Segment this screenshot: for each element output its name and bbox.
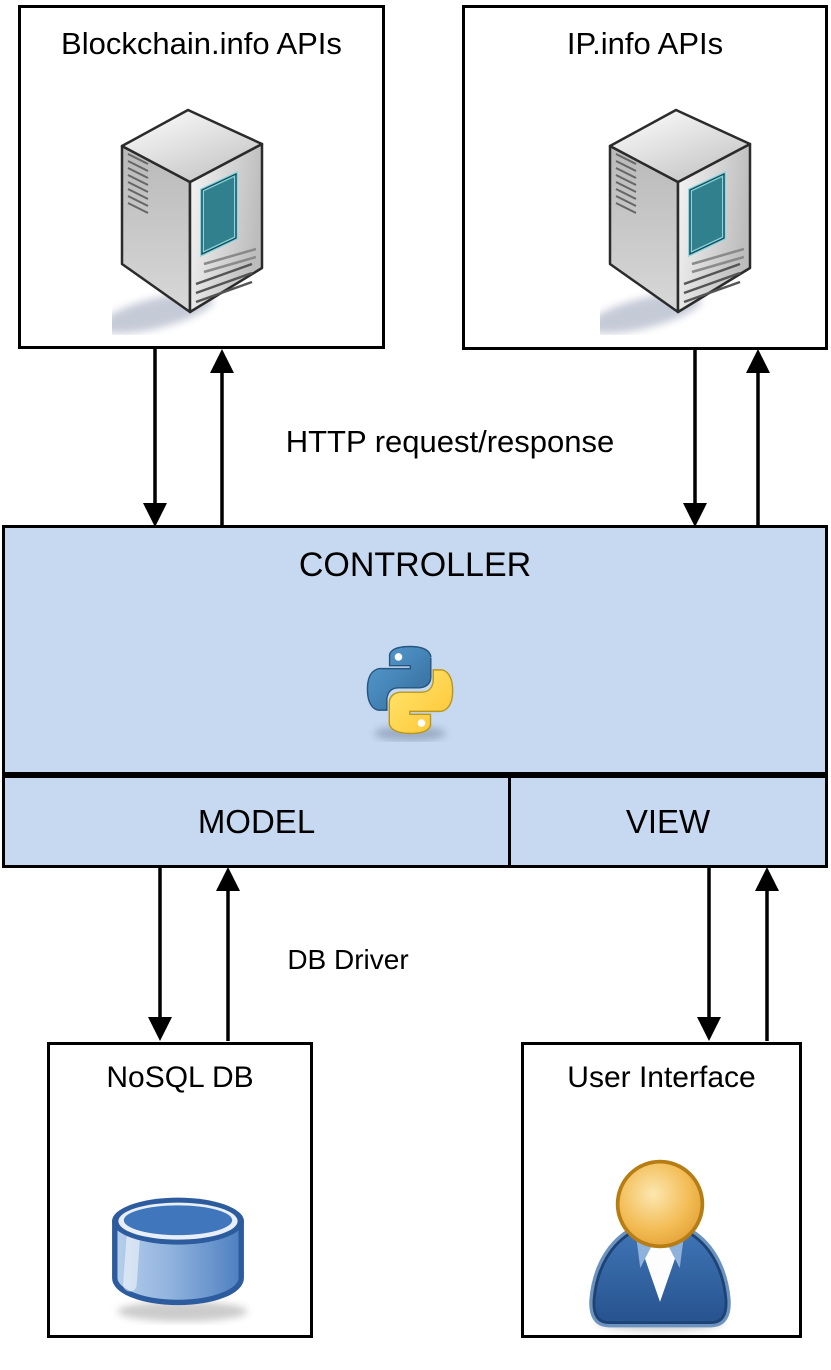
- arrow-model-to-nosql: [148, 867, 172, 1041]
- node-model: MODEL: [5, 778, 511, 865]
- arrow-ui-to-view: [755, 867, 779, 1041]
- arrow-nosql-to-model: [216, 867, 240, 1041]
- node-user-interface: User Interface: [521, 1042, 802, 1338]
- node-nosql-db-label: NoSQL DB: [106, 1061, 254, 1094]
- node-blockchain-apis-label: Blockchain.info APIs: [61, 26, 342, 61]
- node-nosql-db: NoSQL DB: [47, 1042, 313, 1338]
- node-model-label: MODEL: [197, 802, 316, 840]
- arrow-ip-to-controller: [683, 349, 707, 527]
- node-ip-apis: IP.info APIs: [462, 5, 828, 350]
- node-ip-apis-label: IP.info APIs: [566, 26, 724, 61]
- arrow-view-to-ui: [697, 867, 721, 1041]
- node-user-interface-label: User Interface: [567, 1061, 756, 1094]
- edge-label-db-driver: DB Driver: [287, 944, 409, 975]
- server-icon: [600, 100, 760, 335]
- database-icon: [93, 1185, 263, 1325]
- server-icon: [112, 100, 272, 335]
- user-icon: [580, 1153, 740, 1336]
- node-controller-label: CONTROLLER: [298, 546, 532, 584]
- node-view-label: VIEW: [625, 802, 711, 840]
- node-controller: CONTROLLER: [2, 525, 828, 775]
- arrow-blockchain-to-controller: [143, 349, 167, 527]
- python-logo-icon: [358, 638, 462, 742]
- arrow-controller-to-ip: [746, 349, 770, 527]
- edge-label-http: HTTP request/response: [285, 424, 615, 459]
- node-view: VIEW: [511, 778, 825, 865]
- model-view-row: MODEL VIEW: [2, 775, 828, 868]
- node-blockchain-apis: Blockchain.info APIs: [18, 5, 385, 349]
